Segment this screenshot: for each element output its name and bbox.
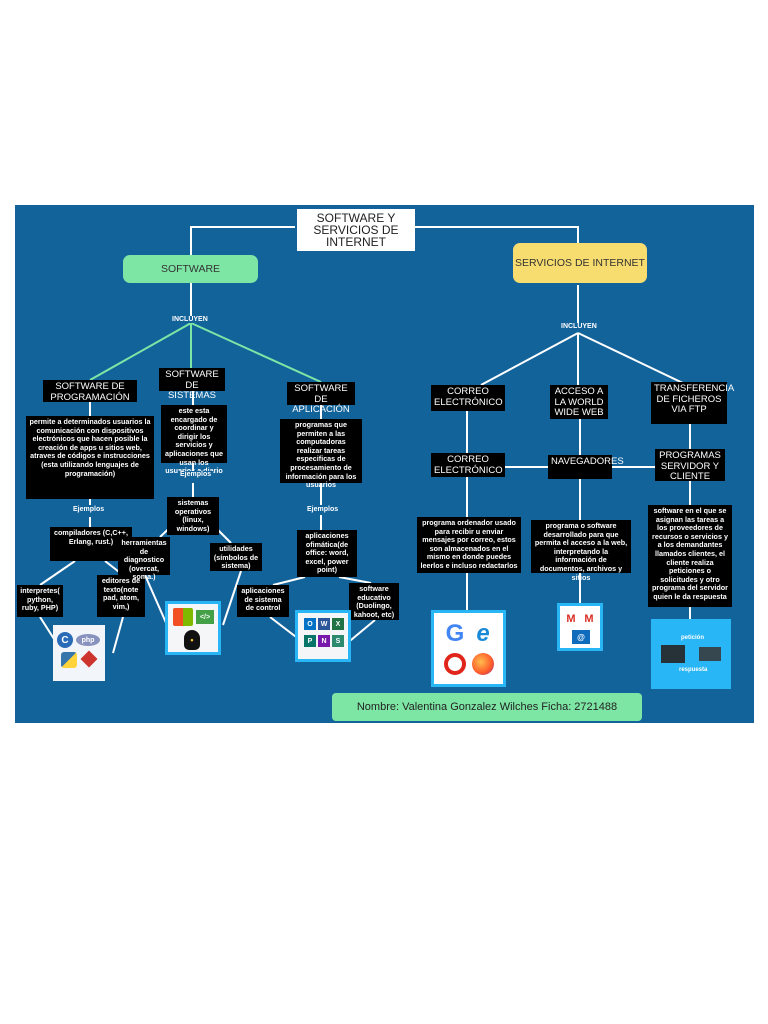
www-node: ACCESO A LA WORLD WIDE WEB [550, 385, 608, 419]
aplicacion-desc: programas que permiten a las computadora… [280, 419, 362, 489]
incluyen-label-software: INCLUYEN [170, 316, 210, 323]
www-desc: programa o software desarrollado para qu… [531, 520, 631, 581]
outlook-icon: O [304, 618, 316, 630]
server-icon [699, 647, 721, 661]
office-apps-image: O W X P N S [295, 610, 351, 662]
ofimatica-node: aplicaciones ofimática(de office: word, … [297, 530, 357, 577]
sistemas-node: SOFTWARE DE SISTEMAS [159, 368, 225, 401]
respuesta-label: respuesta [679, 667, 708, 673]
ejemplos-label-sistemas: Ejemplos [178, 471, 214, 478]
map-title-text: SOFTWARE Y SERVICIOS DE INTERNET [313, 211, 399, 249]
browsers-image: G e [431, 610, 506, 687]
software-label: SOFTWARE [160, 263, 221, 275]
ruby-logo-icon [80, 650, 98, 668]
gmail-icon: M [584, 613, 594, 625]
peticion-label: petición [681, 635, 705, 641]
sway-icon: S [332, 635, 344, 647]
software-node: SOFTWARE [123, 255, 258, 283]
code-editor-icon: </> [196, 610, 214, 624]
programas-node: PROGRAMAS SERVIDOR Y CLIENTE [655, 449, 725, 482]
aplicacion-node: SOFTWARE DE APLICACIÓN [287, 382, 355, 415]
interpretes-node: interpretes( python, ruby, PHP) [17, 585, 63, 617]
ejemplos-label-aplicacion: Ejemplos [305, 506, 341, 513]
concept-map: SOFTWARE Y SERVICIOS DE INTERNET SOFTWAR… [15, 205, 754, 723]
php-logo-icon: php [76, 634, 100, 646]
ftp-node: TRANSFERENCIA DE FICHEROS VIA FTP [651, 382, 734, 424]
mail-apps-image: M M @ [557, 603, 603, 651]
correo-desc: programa ordenador usado para recibir u … [417, 517, 521, 573]
correo-node-2: CORREO ELECTRÓNICO [431, 453, 505, 477]
educativo-node: software educativo (Duolingo, kahoot, et… [349, 583, 399, 620]
mail-app-icon: @ [572, 630, 590, 644]
programacion-node: SOFTWARE DE PROGRAMACIÓN [43, 380, 137, 402]
map-title: SOFTWARE Y SERVICIOS DE INTERNET [297, 209, 415, 251]
herramientas-node: herramientas de diagnostico (overcat, so… [118, 537, 170, 581]
author-footer-text: Nombre: Valentina Gonzalez Wilches Ficha… [356, 701, 618, 713]
editores-node: editores de texto(note pad, atom, vim,) [97, 575, 145, 617]
control-node: aplicaciones de sistema de control [237, 585, 289, 617]
firefox-icon [472, 653, 494, 675]
computer-icon [661, 645, 685, 663]
c-logo-icon: C [57, 632, 73, 648]
correo-node: CORREO ELECTRÓNICO [431, 385, 505, 411]
gmail-icon: M [566, 613, 576, 625]
programacion-desc: permite a determinados usuarios la comun… [26, 416, 154, 499]
author-footer: Nombre: Valentina Gonzalez Wilches Ficha… [332, 693, 642, 721]
publisher-icon: P [304, 635, 316, 647]
onenote-icon: N [318, 635, 330, 647]
opera-icon [444, 653, 466, 675]
servicios-node: SERVICIOS DE INTERNET [513, 243, 647, 283]
navegadores-node: NAVEGADORES [548, 455, 624, 479]
sistemas-desc: este esta encargado de coordinar y dirig… [161, 405, 227, 475]
python-logo-icon [61, 652, 77, 668]
utilidades-node: utilidades (símbolos de sistema) [210, 543, 262, 571]
word-icon: W [318, 618, 330, 630]
google-icon: G [445, 620, 465, 647]
servicios-label: SERVICIOS DE INTERNET [515, 257, 645, 269]
operating-systems-image: </> • [165, 601, 221, 655]
client-server-image: petición respuesta [651, 619, 731, 689]
ejemplos-label-programacion: Ejemplos [71, 506, 107, 513]
linux-penguin-icon: • [184, 630, 200, 650]
sistemas-operativos-node: sistemas operativos (linux, windows) [167, 497, 219, 535]
edge-icon: e [476, 620, 490, 647]
programming-languages-image: C php [53, 625, 105, 681]
excel-icon: X [332, 618, 344, 630]
ftp-desc: software en el que se asignan las tareas… [648, 505, 732, 607]
incluyen-label-servicios: INCLUYEN [559, 323, 599, 330]
windows-logo-icon [173, 608, 193, 626]
